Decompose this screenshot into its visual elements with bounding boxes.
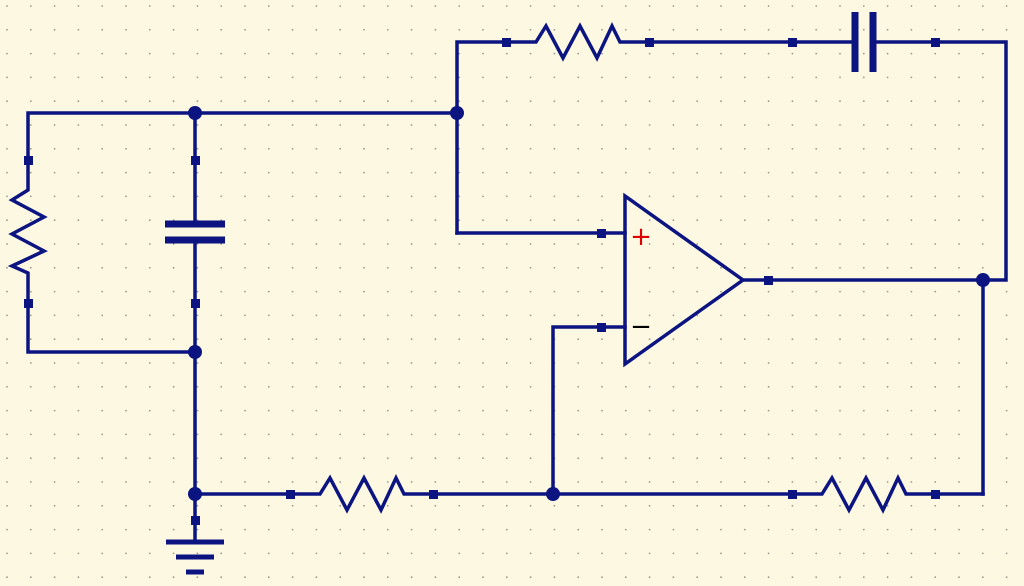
ground-symbol[interactable] [166,516,224,575]
resistor-left[interactable] [7,156,48,308]
capacitor-left[interactable] [165,156,225,308]
wire-minus-input [551,325,603,496]
resistor-top[interactable] [502,21,654,62]
wire-top-left [26,111,459,162]
junction-node[interactable] [976,273,990,287]
minus-input-label: − [630,312,652,342]
junction-node[interactable] [188,345,202,359]
wire-feedback-right [933,40,1008,282]
junction-node[interactable] [188,487,202,501]
resistor-bottom-right[interactable] [788,473,940,514]
resistor-bottom-left[interactable] [286,473,438,514]
wire-feedback-left [455,40,508,235]
junctions [188,106,990,501]
wire-left-bottom [26,301,197,354]
op-amp[interactable]: + − [597,192,773,368]
junction-node[interactable] [450,106,464,120]
plus-input-label: + [630,222,652,252]
junction-node[interactable] [546,487,560,501]
dot-grid [6,5,1008,579]
junction-node[interactable] [188,106,202,120]
capacitor-top[interactable] [788,12,940,72]
wires [26,40,1008,522]
